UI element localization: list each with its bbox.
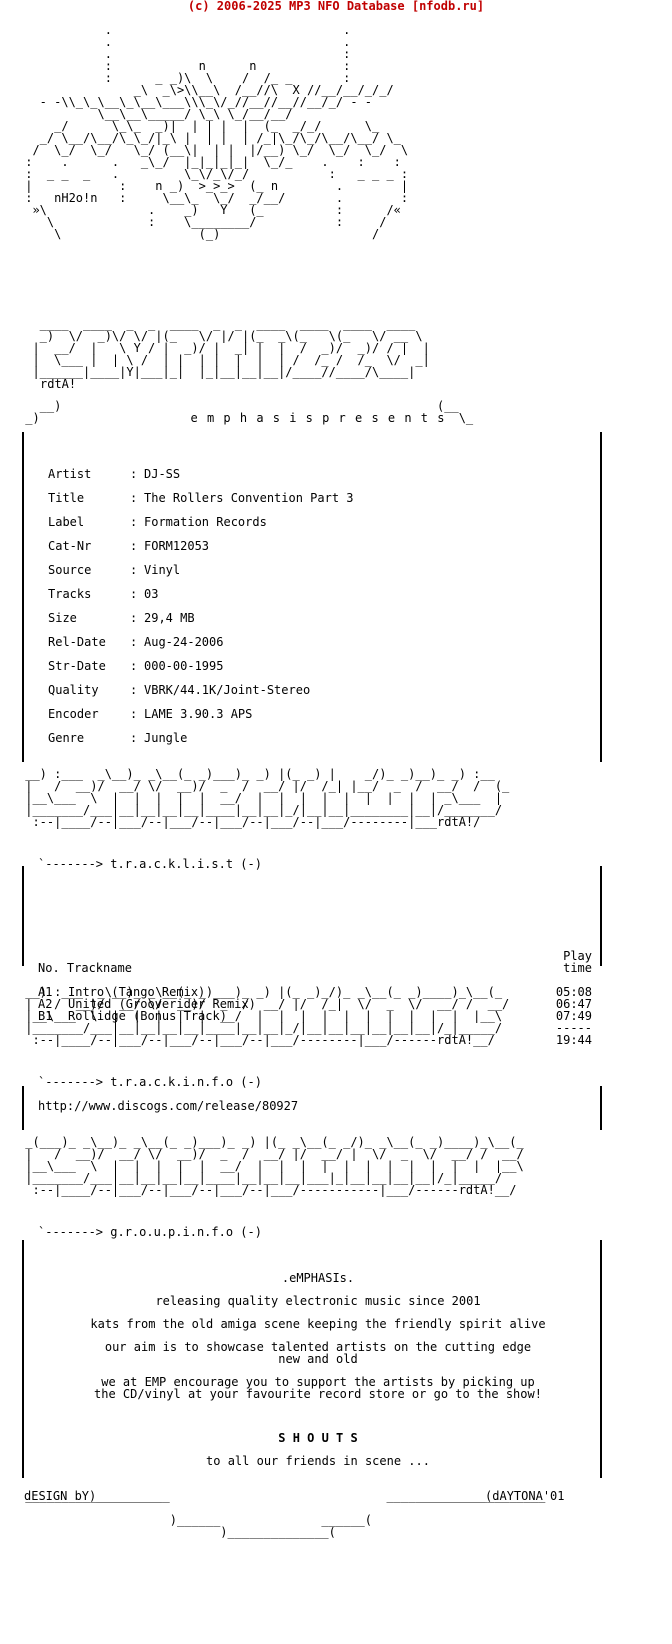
emphasis-big-logo: ____ ____ _ _ ____ _ _ ____ ____ ____ __…: [32, 317, 430, 379]
info-row-artist: Artist:DJ-SS: [48, 467, 181, 481]
box-border-left-2: [22, 866, 24, 966]
group-line-4: new and old: [278, 1352, 358, 1366]
info-row-encoder: Encoder:LAME 3.90.3 APS: [48, 707, 253, 721]
release-info: Artist:DJ-SS Title:The Rollers Conventio…: [48, 462, 354, 750]
group-line-5: we at EMP encourage you to support the a…: [101, 1375, 535, 1389]
info-row-genre: Genre:Jungle: [48, 731, 188, 745]
trackname-col-header: No. Trackname: [38, 961, 132, 975]
info-row-tracks: Tracks:03: [48, 587, 159, 601]
site-header: (c) 2006-2025 MP3 NFO Database [nfodb.ru…: [187, 0, 485, 13]
group-name: .eMPHASIs.: [281, 1271, 355, 1285]
box-border-left: [22, 432, 24, 762]
box-border-left-4: [22, 1240, 24, 1478]
info-row-size: Size:29,4 MB: [48, 611, 195, 625]
box-border-left-3: [22, 1086, 24, 1130]
trackinfo-heading: `-------> t.r.a.c.k.i.n.f.o (-): [38, 1075, 262, 1089]
footer-design-by: dESIGN bY)_________: [24, 1489, 162, 1503]
footer-art: ____________________ ___________________…: [25, 1489, 546, 1539]
trackinfo-banner-art: __) :___ _\__)_ _\__(_ _)___)_ _) |(_ _)…: [25, 985, 510, 1047]
tracklist-banner-art: __) :___ _\__)_ _\__(_ _)___)_ _) |(_ _)…: [25, 767, 510, 829]
info-row-catnr: Cat-Nr:FORM12053: [48, 539, 210, 553]
group-line-3: our aim is to showcase talented artists …: [104, 1340, 532, 1354]
tracklist-heading: `-------> t.r.a.c.k.l.i.s.t (-): [38, 857, 262, 871]
groupinfo-banner-art: _(___)_ _\__)_ _\__(_ _)___)_ _) |(_ _\_…: [25, 1135, 524, 1197]
box-border-right-3: [600, 1086, 602, 1130]
footer-daytona: _________(dAYTONA'01: [420, 1489, 565, 1503]
total-time: 19:44: [555, 1033, 592, 1047]
box-corner-top: __) (__ _) \_: [25, 399, 474, 425]
total-separator: -----: [555, 1021, 592, 1035]
info-row-strdate: Str-Date:000-00-1995: [48, 659, 224, 673]
info-row-reldate: Rel-Date:Aug-24-2006: [48, 635, 224, 649]
box-border-right-4: [600, 1240, 602, 1478]
groupinfo-heading: `-------> g.r.o.u.p.i.n.f.o (-): [38, 1225, 262, 1239]
discogs-link[interactable]: http://www.discogs.com/release/80927: [38, 1099, 299, 1113]
time-col-header-1: Play: [563, 949, 592, 963]
group-line-1: releasing quality electronic music since…: [155, 1294, 481, 1308]
presents-line: e m p h a s i s p r e s e n t s: [190, 411, 446, 425]
time-col-header-2: time: [563, 961, 592, 975]
shouts-line: to all our friends in scene ...: [206, 1454, 430, 1468]
box-border-right: [600, 432, 602, 762]
info-row-title: Title:The Rollers Convention Part 3: [48, 491, 354, 505]
box-border-right-2: [600, 866, 602, 966]
logo-signature: rdtA!: [40, 377, 77, 391]
group-line-2: kats from the old amiga scene keeping th…: [90, 1317, 546, 1331]
info-row-quality: Quality:VBRK/44.1K/Joint-Stereo: [48, 683, 311, 697]
info-row-label: Label:Formation Records: [48, 515, 267, 529]
emphasis-logo-art: . . . . . : : n n : : _ _)\: [25, 23, 409, 241]
shouts-title: S H O U T S: [278, 1431, 358, 1445]
group-line-6: the CD/vinyl at your favourite record st…: [94, 1387, 542, 1401]
info-row-source: Source:Vinyl: [48, 563, 181, 577]
